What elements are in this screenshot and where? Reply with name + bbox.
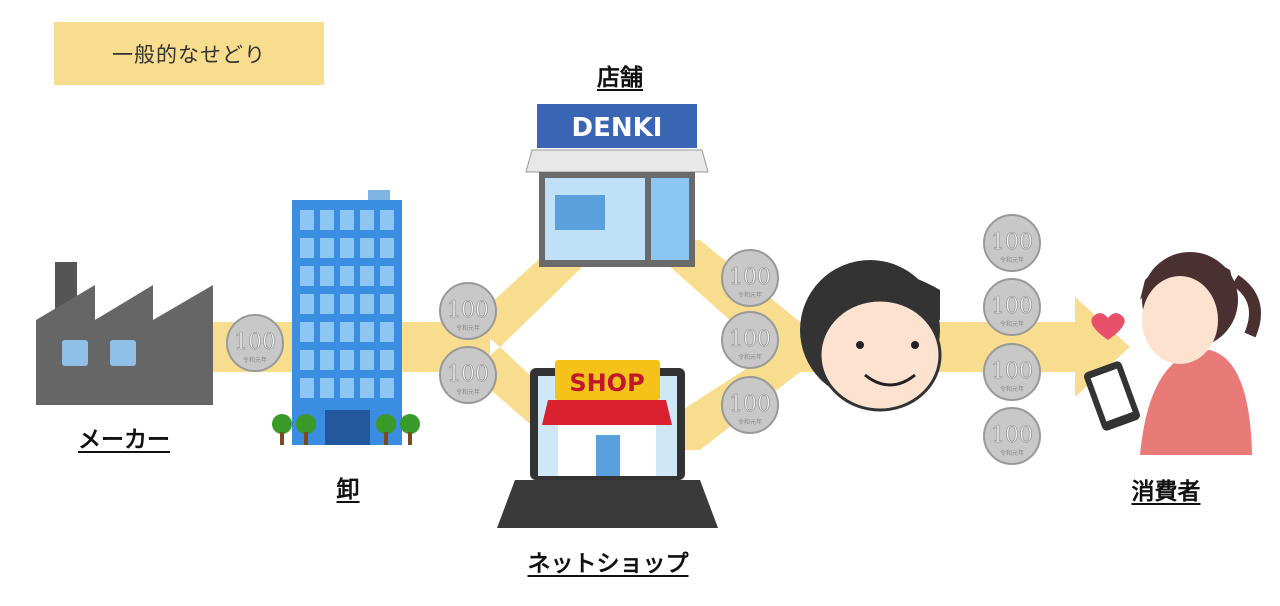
reseller-face-icon xyxy=(800,260,942,412)
title: 一般的なせどり xyxy=(112,42,266,67)
store-sign: DENKI xyxy=(572,113,663,143)
factory-icon xyxy=(36,262,213,405)
coin-inscription: 令和元年 xyxy=(1000,449,1024,457)
store-icon: DENKI xyxy=(525,104,709,267)
coin-value: 100 xyxy=(447,362,489,387)
coin-value: 100 xyxy=(447,298,489,323)
coin-value: 100 xyxy=(729,265,771,290)
coin-inscription: 令和元年 xyxy=(738,353,762,361)
coin-inscription: 令和元年 xyxy=(1000,256,1024,264)
wholesaler-building-icon xyxy=(272,190,420,445)
label-store: 店舗 xyxy=(597,65,643,91)
coin-value: 100 xyxy=(991,359,1033,384)
coin-inscription: 令和元年 xyxy=(456,324,480,332)
coin-value: 100 xyxy=(991,423,1033,448)
label-netshop: ネットショップ xyxy=(527,551,689,577)
coin-value: 100 xyxy=(234,330,276,355)
coins: 100令和元年100令和元年100令和元年100令和元年100令和元年100令和… xyxy=(226,214,1041,465)
coin-value: 100 xyxy=(729,392,771,417)
heart-icon xyxy=(1091,313,1125,340)
shop-sign: SHOP xyxy=(569,369,644,397)
coin-inscription: 令和元年 xyxy=(1000,320,1024,328)
coin-value: 100 xyxy=(729,327,771,352)
coin-value: 100 xyxy=(991,230,1033,255)
consumer-woman-icon xyxy=(1084,252,1261,455)
title-box: 一般的なせどり xyxy=(54,22,324,85)
coin-inscription: 令和元年 xyxy=(456,388,480,396)
label-consumer: 消費者 xyxy=(1131,479,1201,505)
netshop-laptop-icon: SHOP xyxy=(497,360,718,528)
coin-inscription: 令和元年 xyxy=(738,291,762,299)
coin-inscription: 令和元年 xyxy=(243,356,267,364)
label-wholesaler: 卸 xyxy=(336,477,360,503)
label-maker: メーカー xyxy=(78,427,170,453)
coin-inscription: 令和元年 xyxy=(738,418,762,426)
coin-value: 100 xyxy=(991,294,1033,319)
coin-inscription: 令和元年 xyxy=(1000,385,1024,393)
